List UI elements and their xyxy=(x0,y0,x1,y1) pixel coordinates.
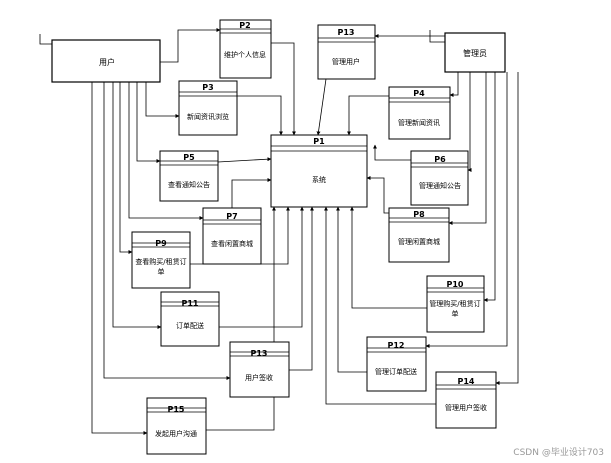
flow-user-to-p3 xyxy=(145,82,180,118)
flow-p10-to-p1 xyxy=(350,206,427,309)
process-p11-name: 订单配送 xyxy=(176,321,204,330)
watermark-text: CSDN @毕业设计703 xyxy=(513,446,604,458)
process-p8-id: P8 xyxy=(413,210,425,219)
process-p12-name: 管理订单配送 xyxy=(375,367,417,376)
process-p6: P6 管理通知公告 xyxy=(410,150,469,206)
process-p13-admin-users: P13 管理用户 xyxy=(317,24,376,80)
flow-user-to-p5 xyxy=(136,82,161,163)
flows xyxy=(39,28,519,435)
process-p6-name: 管理通知公告 xyxy=(419,181,461,190)
flow-user-to-p2 xyxy=(160,28,221,63)
process-p15-id: P15 xyxy=(168,405,185,414)
process-p13a-id: P13 xyxy=(338,28,355,37)
flow-p13a-to-p1 xyxy=(316,78,327,136)
process-p5: P5 查看通知公告 xyxy=(159,150,219,202)
process-p1-id: P1 xyxy=(313,137,325,146)
process-p3-name: 新闻资讯浏览 xyxy=(187,112,229,121)
process-p14: P14 管理用户签收 xyxy=(435,371,497,429)
entity-admin-label: 管理员 xyxy=(463,48,487,58)
flow-p13b-to-p1 xyxy=(289,206,314,371)
process-p10-name-line1: 管理购买/租赁订 xyxy=(429,299,480,308)
process-p2-name: 维护个人信息 xyxy=(224,50,266,59)
process-p13b-name: 用户签收 xyxy=(245,373,273,382)
process-p1-name: 系统 xyxy=(312,175,326,184)
process-p9-name-line2: 单 xyxy=(158,267,165,276)
process-p4-id: P4 xyxy=(413,89,425,98)
process-p9-id: P9 xyxy=(155,239,167,248)
flow-admin-to-p10 xyxy=(483,72,496,302)
flow-p15-to-p1 xyxy=(206,206,276,431)
process-p8-name: 管理闲置商城 xyxy=(398,237,440,246)
flow-p11-to-p1 xyxy=(219,206,304,328)
entity-user-label: 用户 xyxy=(99,57,115,67)
process-p15-name: 发起用户沟通 xyxy=(155,429,197,438)
process-p5-id: P5 xyxy=(183,153,195,162)
flow-admin-to-p12 xyxy=(425,72,508,348)
process-p12-id: P12 xyxy=(388,341,405,350)
process-p10: P10 管理购买/租赁订 单 xyxy=(426,275,485,333)
process-p11-id: P11 xyxy=(182,299,199,308)
process-p14-name: 管理用户签收 xyxy=(445,403,487,412)
process-p2-id: P2 xyxy=(239,21,250,30)
flow-admin-to-p8 xyxy=(448,72,487,225)
process-p1: P1 系统 xyxy=(270,134,368,208)
process-p13a-name: 管理用户 xyxy=(332,57,360,66)
flow-decor-right xyxy=(429,30,445,43)
flow-p7-to-p1 xyxy=(231,178,272,208)
flow-p14-to-p1 xyxy=(324,206,436,405)
flow-p3-to-p1 xyxy=(237,95,283,136)
process-p13b-id: P13 xyxy=(251,349,268,358)
process-p6-id: P6 xyxy=(434,155,446,164)
flow-p12-to-p1 xyxy=(336,206,367,373)
flow-admin-to-p6 xyxy=(467,72,472,172)
process-p11: P11 订单配送 xyxy=(160,291,220,347)
process-p10-name-line2: 单 xyxy=(452,309,459,318)
flow-p2-to-p1 xyxy=(271,42,296,136)
process-p14-id: P14 xyxy=(458,377,475,386)
process-p9-name-line1: 查看购买/租赁订 xyxy=(135,257,186,266)
process-p7-id: P7 xyxy=(226,212,237,221)
flow-user-to-p7 xyxy=(128,82,204,220)
process-p5-name: 查看通知公告 xyxy=(168,180,210,189)
flow-decor-left xyxy=(39,34,52,45)
flow-p5-to-p1 xyxy=(217,157,272,163)
flow-p8-to-p1 xyxy=(366,176,389,214)
flow-admin-to-p14 xyxy=(495,72,519,385)
process-p3: P3 新闻资讯浏览 xyxy=(178,80,238,136)
process-p7: P7 查看闲置商城 xyxy=(202,207,262,265)
flow-p6-to-p1 xyxy=(373,144,411,161)
flow-admin-to-p4 xyxy=(449,72,459,97)
entity-admin: 管理员 xyxy=(444,32,506,73)
process-p12: P12 管理订单配送 xyxy=(366,336,427,392)
process-p4: P4 管理新闻资讯 xyxy=(388,86,451,140)
process-p3-id: P3 xyxy=(202,83,213,92)
flow-user-to-p13b xyxy=(103,82,231,380)
process-p7-name: 查看闲置商城 xyxy=(211,239,253,248)
process-p8: P8 管理闲置商城 xyxy=(388,207,450,263)
process-p13-user-signoff: P13 用户签收 xyxy=(229,341,290,398)
flow-p4-to-p1 xyxy=(347,95,389,136)
process-p4-name: 管理新闻资讯 xyxy=(398,118,440,127)
flow-user-to-p11 xyxy=(112,82,162,329)
process-p10-id: P10 xyxy=(447,280,464,289)
flow-user-to-p15 xyxy=(91,82,148,435)
process-p9: P9 查看购买/租赁订 单 xyxy=(131,231,191,289)
process-p15: P15 发起用户沟通 xyxy=(146,397,207,455)
process-p2: P2 维护个人信息 xyxy=(219,19,272,79)
entity-user: 用户 xyxy=(51,39,161,83)
flow-user-to-p9 xyxy=(119,82,133,254)
